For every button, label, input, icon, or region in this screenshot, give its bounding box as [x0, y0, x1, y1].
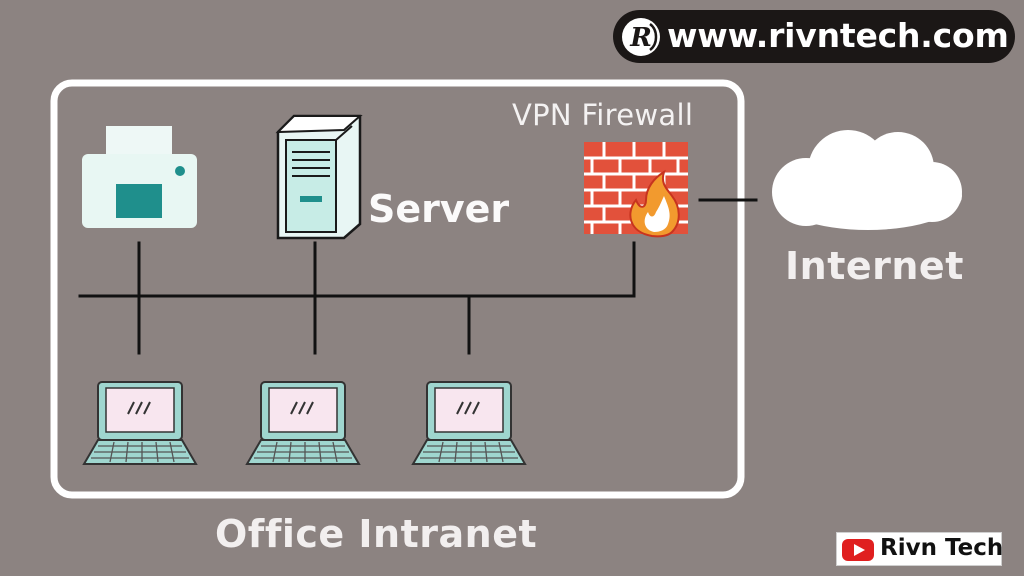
laptop-icon	[245, 381, 361, 465]
cloud-icon	[772, 130, 962, 230]
office-intranet-frame	[50, 79, 745, 499]
office-intranet-label: Office Intranet	[215, 512, 538, 556]
internet-label: Internet	[785, 244, 964, 288]
website-url[interactable]: www.rivntech.com	[667, 16, 1009, 55]
vpn-firewall-label: VPN Firewall	[512, 98, 694, 132]
svg-text:R: R	[629, 23, 652, 53]
website-badge[interactable]: R www.rivntech.com	[613, 10, 1015, 63]
channel-name[interactable]: Rivn Tech	[880, 535, 1004, 561]
channel-badge[interactable]: Rivn Tech	[836, 532, 1004, 566]
brick-firewall-flame-icon	[584, 142, 688, 238]
laptop-icon	[82, 381, 198, 465]
printer-icon	[82, 126, 197, 228]
rivn-logo-icon: R	[622, 18, 660, 56]
youtube-play-icon	[842, 539, 874, 561]
server-tower-icon	[275, 114, 363, 240]
network-lines	[78, 198, 758, 355]
laptop-icon	[411, 381, 527, 465]
server-label: Server	[368, 187, 510, 231]
